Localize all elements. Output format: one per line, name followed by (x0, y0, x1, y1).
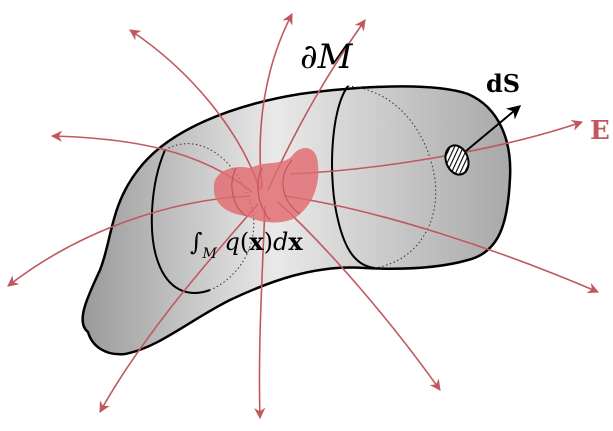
integral-variable: x (249, 227, 264, 256)
field-line (277, 201, 441, 391)
differential-variable: x (288, 227, 303, 256)
charge-contours (231, 159, 301, 221)
field-label: E (590, 116, 610, 146)
integral-function: q (224, 228, 240, 256)
normal-vector-arrow (465, 105, 522, 152)
field-line (289, 119, 584, 175)
field-line (99, 203, 259, 413)
surface-element-patch (444, 144, 470, 176)
differential-d: d (272, 228, 289, 256)
charge-integral-label: ∫M q(x)dx (190, 227, 303, 262)
right-cross-section (331, 85, 376, 269)
paren-close: ) (263, 228, 273, 256)
charge-distribution (213, 147, 319, 223)
left-cross-section (150, 149, 211, 294)
field-line (284, 195, 600, 294)
surface-element-label: dS (486, 69, 521, 98)
boundary-label: ∂M (300, 37, 353, 77)
integral-domain: M (202, 246, 217, 262)
right-cross-section-hidden (347, 85, 437, 269)
field-line (259, 13, 293, 189)
field-line (254, 205, 266, 420)
integral-sign: ∫ (190, 228, 203, 256)
paren-open: ( (239, 228, 250, 256)
